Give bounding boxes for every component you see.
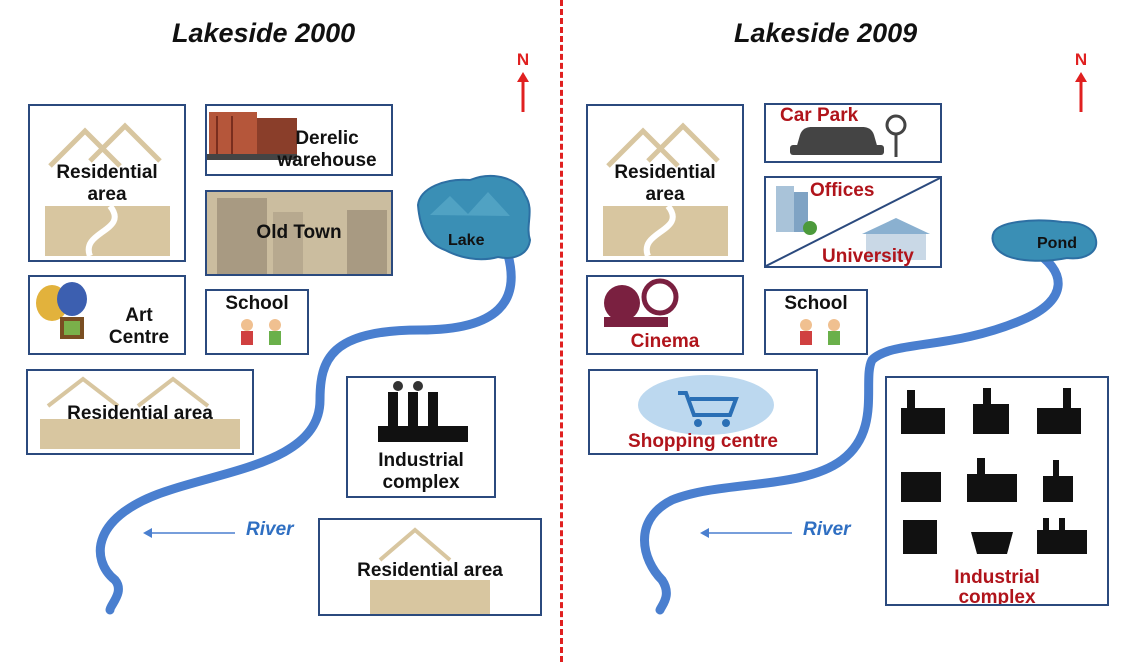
river-label: River (246, 519, 294, 540)
school: School (205, 289, 309, 355)
house-icon (603, 122, 728, 258)
old-town-label: Old Town (256, 222, 342, 243)
map-2000: Lakeside 2000 N Lake Residential area De… (0, 0, 560, 662)
old-town-photo-icon (207, 192, 391, 274)
river-2009 (640, 219, 1098, 615)
theatre-masks-icon (36, 282, 87, 339)
river-label: River (803, 519, 851, 540)
lake-shape (416, 175, 532, 261)
school-label: School (784, 293, 848, 314)
derelict-warehouse: Derelic warehouse (205, 104, 393, 176)
car-park: Car Park (764, 103, 942, 163)
car-icon (790, 114, 907, 157)
offices-label: Offices (810, 180, 875, 201)
school: School (764, 289, 868, 355)
map-divider (560, 0, 563, 662)
river-2000 (95, 175, 532, 615)
children-icon (241, 319, 281, 345)
residential-area: Residential area (586, 104, 744, 262)
map-2009: Lakeside 2009 N Pond Residential area Ca… (562, 0, 1142, 662)
house-icon (370, 527, 490, 614)
arrow-up-icon (1075, 72, 1087, 112)
cinema-label: Cinema (630, 331, 700, 352)
warehouse-icon (207, 112, 299, 160)
map-title: Lakeside 2009 (734, 18, 918, 48)
pond-label: Pond (1037, 235, 1077, 252)
cinema: Cinema (586, 275, 744, 355)
film-reel-icon (604, 278, 679, 327)
university-label: University (822, 246, 914, 267)
children-icon (800, 319, 840, 345)
art-centre: Art Centre (28, 275, 186, 355)
house-icon (45, 122, 170, 258)
north-arrow: N (1070, 50, 1092, 112)
pond-shape (991, 219, 1098, 262)
art-centre-label: Art Centre (108, 305, 170, 348)
derelict-warehouse-label: Derelic warehouse (277, 128, 377, 171)
offices-university: Offices University (764, 176, 942, 268)
industrial-complex: Industrial complex (885, 376, 1109, 606)
lake-label: Lake (448, 232, 485, 249)
north-label: N (1074, 50, 1088, 69)
factory-icon (378, 381, 468, 442)
residential-area-c-label: Residential area (357, 560, 503, 581)
residential-area-b-label: Residential area (67, 403, 213, 424)
factories-icon (901, 388, 1087, 554)
shopping-centre-label: Shopping centre (628, 431, 778, 452)
school-label: School (225, 293, 289, 314)
shopping-cart-icon (638, 375, 774, 435)
north-arrow: N (512, 50, 534, 112)
residential-area-b: Residential area (26, 369, 254, 455)
old-town: Old Town (205, 190, 393, 276)
residential-area-a: Residential area (28, 104, 186, 262)
residential-area-label: Residential area (614, 162, 716, 205)
north-label: N (516, 50, 530, 69)
map-title: Lakeside 2000 (172, 18, 356, 48)
industrial-complex: Industrial complex (346, 376, 496, 498)
shopping-centre: Shopping centre (588, 369, 818, 455)
residential-area-c: Residential area (318, 518, 542, 616)
car-park-label: Car Park (780, 105, 859, 126)
industrial-complex-label: Industrial complex (954, 567, 1040, 606)
industrial-complex-label: Industrial complex (378, 450, 464, 493)
office-buildings-icon (766, 178, 940, 266)
residential-area-a-label: Residential area (56, 162, 158, 205)
house-icon (40, 376, 240, 449)
arrow-up-icon (517, 72, 529, 112)
